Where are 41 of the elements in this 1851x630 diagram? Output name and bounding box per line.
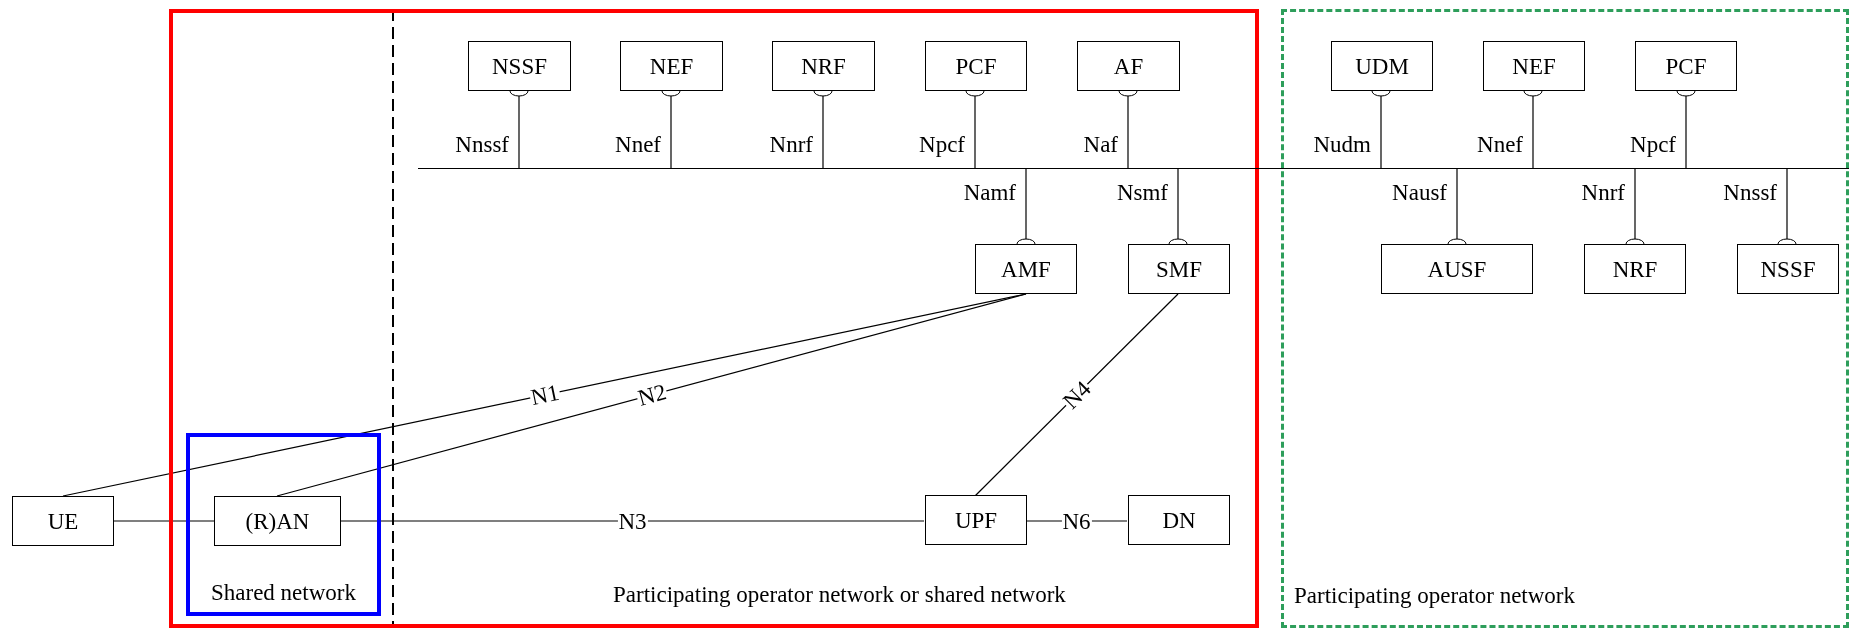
network-region bbox=[1281, 9, 1849, 628]
function-box: NEF bbox=[1483, 41, 1585, 91]
function-box: NRF bbox=[1584, 244, 1686, 294]
interface-label: Naf bbox=[1083, 132, 1118, 156]
function-box: NRF bbox=[772, 41, 875, 91]
interface-label: Nnssf bbox=[455, 132, 509, 156]
interface-label: Nnef bbox=[1477, 132, 1523, 156]
connector-line bbox=[340, 520, 925, 522]
interface-label: Nnssf bbox=[1723, 180, 1777, 204]
interface-label: Nudm bbox=[1313, 132, 1371, 156]
function-box: NEF bbox=[620, 41, 723, 91]
interface-label: Namf bbox=[963, 180, 1016, 204]
region-label: Shared network bbox=[210, 579, 357, 608]
interface-label: Nausf bbox=[1392, 180, 1447, 204]
function-box: UPF bbox=[925, 495, 1027, 545]
interface-label: Nnrf bbox=[769, 132, 813, 156]
connector-line bbox=[112, 520, 215, 522]
connector-line bbox=[276, 293, 1027, 497]
connector-line bbox=[974, 293, 1179, 497]
function-box: AMF bbox=[975, 244, 1077, 294]
function-box: PCF bbox=[925, 41, 1027, 91]
interface-label: Npcf bbox=[919, 132, 965, 156]
interface-label: Npcf bbox=[1630, 132, 1676, 156]
function-box: UE bbox=[12, 496, 114, 546]
function-box: DN bbox=[1128, 495, 1230, 545]
bus-line bbox=[418, 168, 1849, 169]
function-box: SMF bbox=[1128, 244, 1230, 294]
function-box: NSSF bbox=[1737, 244, 1839, 294]
function-box: UDM bbox=[1331, 41, 1433, 91]
interface-label: Nnef bbox=[615, 132, 661, 156]
function-box: (R)AN bbox=[214, 496, 341, 546]
region-label: Participating operator network or shared network bbox=[613, 581, 1066, 610]
region-label: Participating operator network bbox=[1294, 582, 1576, 611]
network-region bbox=[186, 433, 381, 616]
interface-label: Nnrf bbox=[1581, 180, 1625, 204]
interface-label: Nsmf bbox=[1116, 180, 1168, 204]
function-box: NSSF bbox=[468, 41, 571, 91]
function-box: PCF bbox=[1635, 41, 1737, 91]
network-region bbox=[169, 9, 1259, 628]
function-box: AF bbox=[1077, 41, 1180, 91]
function-box: AUSF bbox=[1381, 244, 1533, 294]
